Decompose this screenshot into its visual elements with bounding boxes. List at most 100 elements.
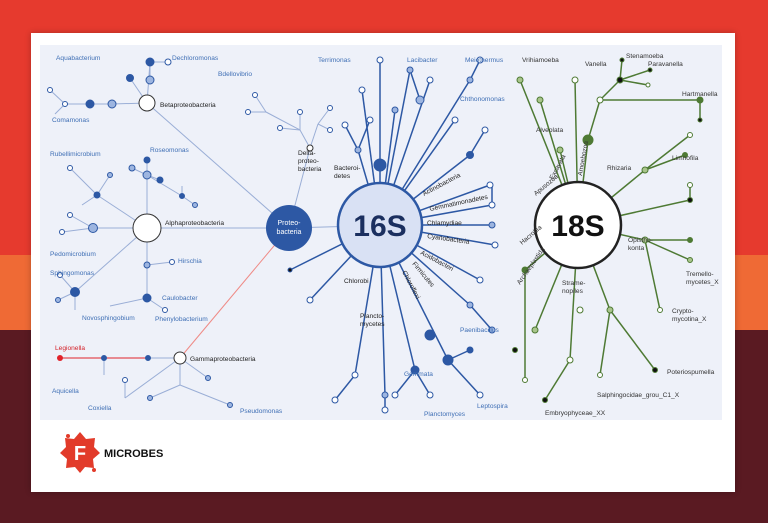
node	[227, 402, 233, 408]
18s-hub-label: 18S	[551, 210, 604, 243]
node	[132, 213, 162, 243]
label-dechloromonas: Dechloromonas	[172, 55, 219, 62]
node	[476, 391, 484, 399]
node	[145, 355, 151, 361]
node	[596, 96, 604, 104]
logo-letter: F	[74, 443, 86, 465]
node	[57, 272, 63, 278]
label-limnofila: Limnofila	[672, 155, 699, 162]
label-alphaproteobacteria: Alphaproteobacteria	[165, 220, 224, 227]
node	[512, 347, 518, 353]
node	[406, 66, 414, 74]
label-aquabacterium: Aquabacterium	[56, 55, 101, 62]
node	[536, 96, 544, 104]
label-salpingoecidae: Salphingocidae_grou_C1_X	[597, 392, 680, 399]
node	[687, 182, 693, 188]
node	[55, 297, 61, 303]
label-tremellomycetes: Tremello-mycetes_X	[686, 271, 719, 286]
label-novosphingobium: Novosphingobium	[82, 315, 135, 322]
label-deltaproteobacteria: Delta-proteo-bacteria	[298, 150, 322, 173]
label-comamonas: Comamonas	[52, 117, 90, 124]
node	[466, 151, 474, 159]
node	[415, 95, 425, 105]
node	[571, 76, 579, 84]
label-chthonomonas: Chthonomonas	[460, 96, 505, 103]
node	[287, 267, 293, 273]
label-leptospira: Leptospira	[477, 403, 508, 410]
node	[128, 164, 136, 172]
label-planctomycetes: Plancto-mycetes	[360, 313, 385, 328]
node	[59, 229, 65, 235]
node	[442, 354, 454, 366]
label-stenamoeba: Stenamoeba	[626, 53, 664, 60]
node	[126, 74, 134, 82]
node	[687, 257, 693, 263]
label-chlorobi: Chlorobi	[344, 278, 369, 285]
node	[366, 116, 374, 124]
label-gammaproteobacteria: Gammaproteobacteria	[190, 356, 256, 363]
label-paravanella: Paravanella	[648, 61, 683, 68]
node	[107, 172, 113, 178]
node	[381, 391, 389, 399]
node	[682, 152, 688, 158]
label-hartmanella: Hartmanella	[682, 91, 718, 98]
node	[277, 125, 283, 131]
node	[93, 191, 101, 199]
eukaryote-nodes	[512, 57, 704, 403]
node	[101, 355, 107, 361]
node	[205, 375, 211, 381]
label-rubellimicrobium: Rubellimicrobium	[50, 151, 101, 158]
label-alveolata: Alveolata	[536, 127, 563, 134]
node	[481, 126, 489, 134]
node	[138, 94, 156, 112]
node	[424, 329, 436, 341]
node	[107, 99, 117, 109]
label-bdellovibrio: Bdellovibrio	[218, 71, 252, 78]
node	[70, 287, 80, 297]
label-actinobacteria: Actinobacteria	[422, 172, 462, 198]
proteobacteria-edges	[49, 61, 361, 311]
node	[67, 165, 73, 171]
node	[556, 146, 564, 154]
label-opisthokonta: Opistho-konta	[628, 237, 653, 252]
label-vrihiamoeba: Vrihiamoeba	[522, 57, 559, 64]
label-roseomonas: Roseomonas	[150, 147, 190, 154]
node	[245, 109, 251, 115]
node	[252, 92, 258, 98]
node	[687, 197, 693, 203]
label-pedomicrobium: Pedomicrobium	[50, 251, 96, 258]
node	[486, 181, 494, 189]
node	[426, 391, 434, 399]
node	[169, 259, 175, 265]
node	[327, 105, 333, 111]
node	[647, 67, 653, 73]
node	[522, 377, 528, 383]
node	[566, 356, 574, 364]
node	[410, 365, 420, 375]
node	[47, 87, 53, 93]
node	[687, 237, 693, 243]
node	[542, 397, 548, 403]
node	[376, 56, 384, 64]
microbe-logo-icon: F MICROBES	[60, 432, 163, 473]
node	[306, 144, 314, 152]
label-stramenopiles: Strame-nopiles	[562, 280, 585, 295]
node	[327, 127, 333, 133]
node	[531, 326, 539, 334]
bacteria-nodes	[47, 56, 499, 414]
node	[142, 170, 152, 180]
node	[331, 396, 339, 404]
16s-hub: 16S	[336, 181, 424, 269]
label-cryptomycotina: Crypto-mycotina_X	[672, 308, 707, 323]
node	[358, 86, 366, 94]
node	[597, 372, 603, 378]
label-sphingomonas: Sphingomonas	[50, 270, 95, 277]
16s-hub-label: 16S	[353, 210, 406, 243]
label-caulobacter: Caulobacter	[162, 295, 198, 302]
node	[351, 371, 359, 379]
proteobacteria-hub-label: Proteo-bacteria	[277, 220, 302, 236]
node	[521, 266, 529, 274]
label-archaeplastida: Archaeplastida	[516, 246, 547, 286]
node	[616, 76, 624, 84]
label-meiothermus: Meiothermus	[465, 57, 504, 64]
